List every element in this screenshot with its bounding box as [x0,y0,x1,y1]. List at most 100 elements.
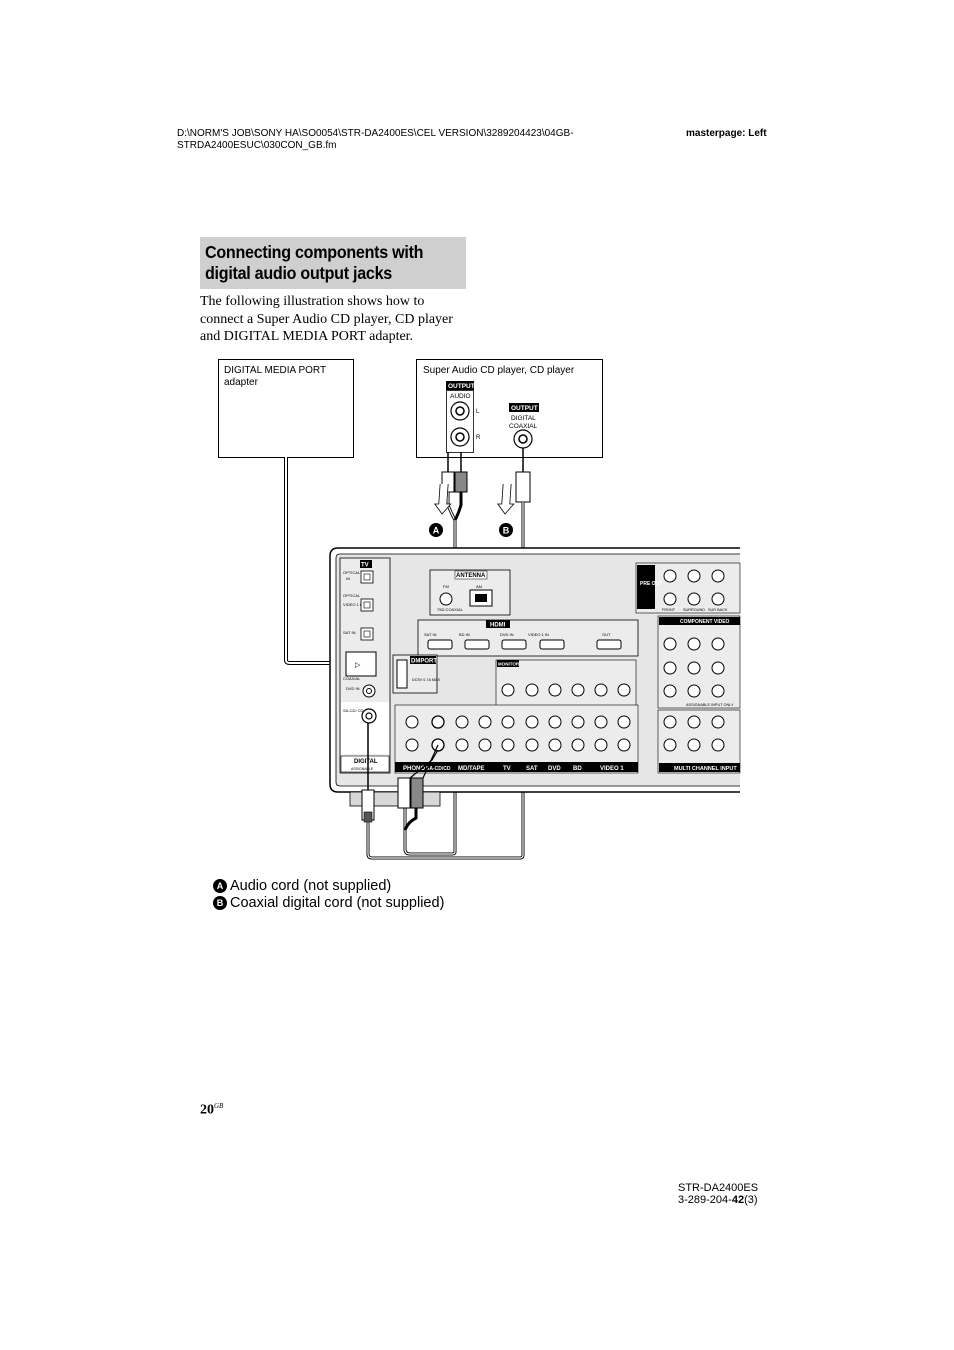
hdmi-video1-port [539,639,565,650]
audio-plug-lead-r [422,744,439,779]
section-heading: Connecting components with digital audio… [205,242,442,284]
dmport-plug [345,651,377,677]
heading-line2: digital audio output jacks [205,263,392,283]
coaxial-plug [515,471,531,503]
file-path-line2: STRDA2400ESUC\030CON_GB.fm [177,140,337,151]
model-code: 3-289-204-42(3) [678,1194,758,1206]
legend-mark-b: B [213,896,227,910]
cd-l-label: L [476,409,480,415]
sat-optical-jack [360,627,374,641]
audio-output-label: OUTPUT [448,383,475,390]
pre-out-label: PRE OUT [640,581,662,587]
video1-label: VIDEO 1 [600,766,624,772]
model-code-suffix: (3) [744,1194,758,1206]
callout-b [499,523,513,537]
dmport-cable-core [285,457,343,664]
multi-channel-input-label: MULTI CHANNEL INPUT [674,766,737,772]
receiver-rear-panel: TV OPTICAL IN OPTICAL VIDEO 1 IN SAT IN … [329,547,741,807]
audio-output-frame [446,390,474,453]
bd-label: BD [573,766,582,772]
optical-label-2: OPTICAL [343,593,361,598]
model-code-bold: 42 [731,1194,745,1206]
hdmi-dvd-port [501,639,527,650]
dc-out-label: DC5V 0.7A MAX [412,678,441,682]
hdmi-dvd-in-label: DVD IN [500,632,514,637]
model-code-prefix: 3-289-204- [678,1194,732,1206]
coaxial-label: COAXIAL [509,423,538,430]
sacd-cd-label: SA-CD/CD [426,766,451,772]
model-info: STR-DA2400ES 3-289-204-42(3) [678,1182,758,1206]
digital-output-header [509,403,539,412]
hdmi-label: HDMI [490,623,506,629]
digital-label: DIGITAL [511,415,536,422]
tv-in-label: IN [346,576,350,581]
file-path-line1: D:\NORM'S JOB\SONY HA\SO0054\STR-DA2400E… [177,128,574,139]
intro-paragraph: The following illustration shows how to … [200,294,453,344]
dmport-adapter-box [218,359,354,458]
sacd-in-label: SA-CD/ CD IN [343,708,369,713]
cd-box-label: Super Audio CD player, CD player [423,365,575,376]
dmport-box-line1: DIGITAL MEDIA PORT [224,365,326,376]
audio-output-header [446,381,474,390]
tv-label: TV [361,563,369,569]
hdmi-bd-port [464,639,490,650]
dmport-plug-icon: ▷ [355,662,361,669]
cd-audio-l-jack-core [455,406,465,416]
sacd-coaxial-jack [361,708,377,724]
pre-out-front-label: FRONT [662,608,676,612]
audio-plug-lead-l [409,749,439,779]
dvd-coaxial-jack [362,684,376,698]
dvd-label: DVD [548,766,561,772]
callout-a [429,523,443,537]
hdmi-bd-in-label: BD IN [459,632,470,637]
monitor-label: MONITOR [498,662,520,667]
component-video-label: COMPONENT VIDEO [680,619,730,625]
optical-label-1: OPTICAL [343,570,361,575]
callout-a-label: A [433,526,440,536]
sat-in-label: SAT IN [343,630,356,635]
hdmi-out-label: OUT [602,632,611,637]
fm-coaxial-label: 75Ω COAXIAL [437,607,464,612]
tv-audio-label: TV [503,766,511,772]
file-path: D:\NORM'S JOB\SONY HA\SO0054\STR-DA2400E… [177,128,647,152]
page-number: 20GB [200,1102,223,1119]
coaxial-cord-core [367,502,524,859]
audio-arrow [433,484,452,515]
callout-b-label: B [503,526,510,536]
page-number-suffix: GB [214,1102,224,1110]
pre-out-surround-label: SURROUND [683,608,705,612]
dvd-in-label: DVD IN [346,686,360,691]
audio-plug-r [454,471,468,493]
masterpage-label: masterpage: Left [686,128,767,139]
audio-label: AUDIO [450,393,471,400]
cd-audio-r-jack-core [455,432,465,442]
hdmi-sat-in-label: SAT IN [424,632,437,637]
video1-optical-jack [360,598,374,612]
dmport-label: DMPORT [411,659,437,665]
audio-cord-bottom [403,808,457,856]
hdmi-video1-in-label: VIDEO 1 IN [528,632,549,637]
fm-antenna-jack [439,592,453,606]
sacd-audio-in-l [431,715,445,729]
receiver-audio-plug-r [410,777,424,809]
dmport-jack [396,659,408,689]
assignable-input-only-label: ASSIGNABLE INPUT ONLY [686,703,734,707]
phono-label: PHONO [403,766,425,772]
sat-label: SAT [526,766,538,772]
tv-optical-jack [360,570,374,584]
hdmi-out-port [596,639,622,650]
md-tape-label: MD/TAPE [458,766,485,772]
fm-label: FM [443,584,449,589]
dmport-box-line2: adapter [224,377,259,388]
coaxial-arrow [496,484,515,515]
assignable-label: ASSIGNABLE [351,767,374,771]
am-label: AM [476,584,482,589]
legend-text-a: Audio cord (not supplied) [230,878,392,894]
receiver-audio-plug-l [397,777,411,809]
heading-background [200,237,466,289]
audio-cord-r [453,492,463,521]
legend-text-b: Coaxial digital cord (not supplied) [230,895,445,911]
coaxial-section-label: COAXIAL [343,676,361,681]
